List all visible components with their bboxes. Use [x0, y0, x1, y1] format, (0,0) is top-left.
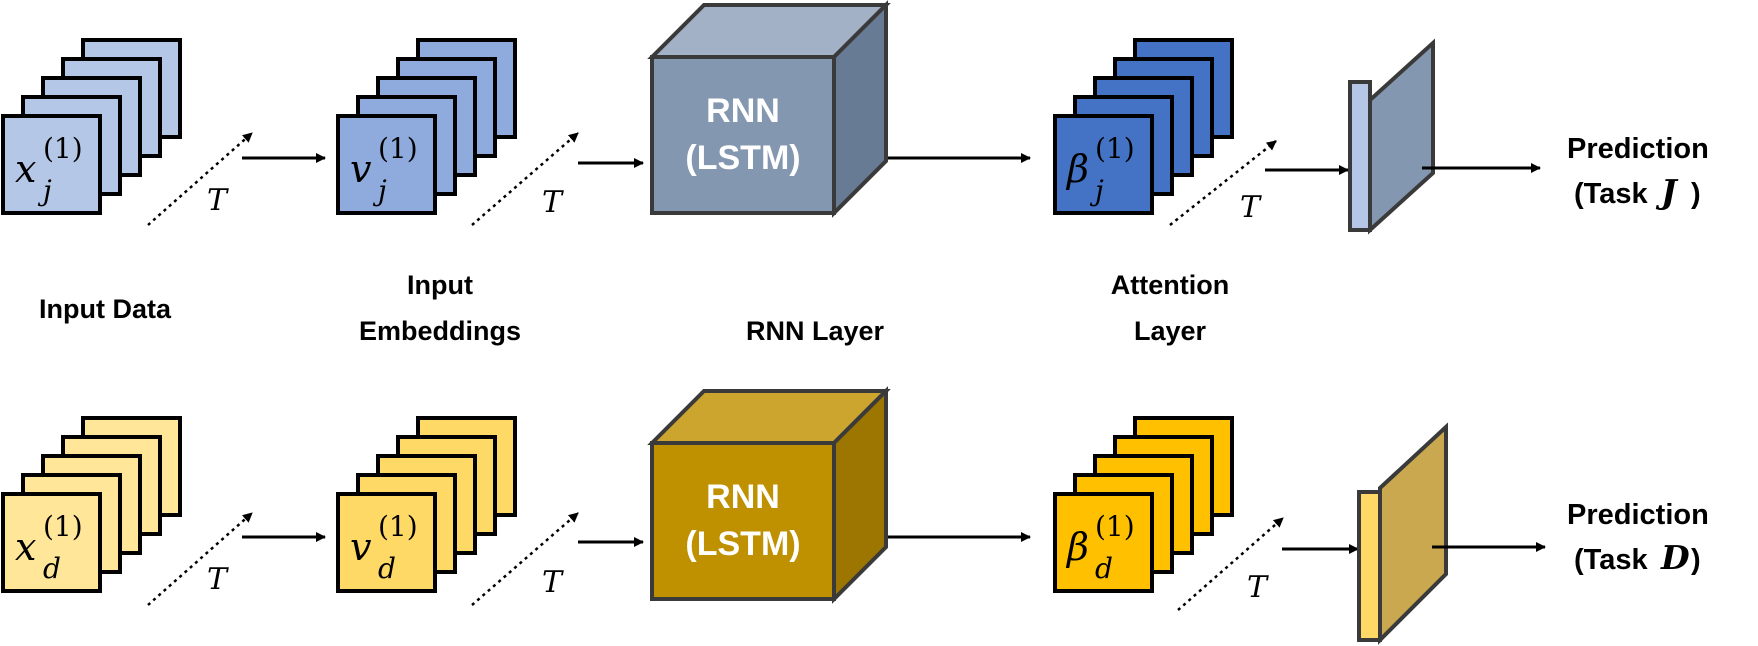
embedding-card-symbol-sup: (1)	[378, 132, 418, 165]
prediction-label: Prediction	[1567, 499, 1709, 531]
prediction-task-prefix: (Task	[1574, 544, 1648, 576]
embedding-card-symbol: v	[350, 525, 372, 569]
rnn-cube-label-line1: RNN	[706, 478, 780, 516]
input-time-arrow	[147, 132, 253, 226]
embedding-time-label: T	[542, 185, 564, 220]
input-card-symbol: x	[15, 525, 36, 569]
rnn-cube-front	[650, 55, 836, 215]
input-card-symbol-base: x	[15, 525, 36, 569]
output-layer-face	[1378, 422, 1448, 645]
attention-card-symbol-sup: (1)	[1095, 132, 1135, 165]
input-card-symbol-sub: d	[43, 552, 61, 585]
prediction-label: Prediction	[1567, 133, 1709, 165]
attention-card-symbol-sup: (1)	[1095, 510, 1135, 543]
prediction-task-suffix: )	[1691, 178, 1701, 210]
input-card-symbol-base: x	[15, 147, 36, 191]
embedding-card-symbol-base: v	[350, 147, 372, 191]
embedding-time-arrow	[471, 132, 579, 226]
input-time-arrow	[147, 512, 253, 606]
attention-time-arrow	[1177, 517, 1284, 611]
input-time-label: T	[207, 183, 229, 218]
attention-time-label: T	[1247, 570, 1269, 605]
embedding-card-symbol: v	[350, 147, 372, 191]
label-attention-line1: Attention	[1111, 270, 1229, 300]
attention-time-arrow	[1169, 140, 1277, 226]
rnn-cube-label-line1: RNN	[706, 92, 780, 130]
attention-card-frame	[1053, 114, 1154, 215]
attention-card-frame	[1053, 492, 1154, 593]
embedding-time-arrow	[471, 512, 579, 606]
label-input-embeddings-line2: Embeddings	[359, 316, 521, 346]
embedding-time-label: T	[542, 565, 564, 600]
attention-card-symbol-base: β	[1065, 147, 1089, 191]
input-card-symbol-sup: (1)	[43, 132, 83, 165]
label-input-data: Input Data	[39, 294, 172, 324]
input-card-symbol: x	[15, 147, 36, 191]
prediction-task-letter: J	[1655, 172, 1679, 211]
input-card-frame	[1, 114, 102, 215]
prediction-task-prefix: (Task	[1574, 178, 1648, 210]
output-layer-edge	[1348, 80, 1372, 232]
prediction-task-letter: D	[1660, 538, 1690, 577]
rnn-cube-front	[650, 441, 836, 601]
input-card-symbol-sup: (1)	[43, 510, 83, 543]
attention-card-symbol-sub: d	[1095, 552, 1113, 585]
attention-card-symbol-base: β	[1065, 525, 1089, 569]
attention-time-label: T	[1240, 190, 1262, 225]
rnn-cube-label-line2: (LSTM)	[685, 139, 800, 177]
output-layer-face	[1368, 38, 1435, 235]
rnn-cube-label-line2: (LSTM)	[685, 525, 800, 563]
embedding-card-symbol-base: v	[350, 525, 372, 569]
output-layer-edge	[1357, 490, 1382, 642]
label-rnn-layer: RNN Layer	[746, 316, 885, 346]
attention-card-symbol: β	[1065, 147, 1089, 191]
prediction-task-suffix: )	[1691, 544, 1701, 576]
label-input-embeddings-line1: Input	[407, 270, 473, 300]
embedding-card-frame	[336, 114, 437, 215]
embedding-card-frame	[336, 492, 437, 593]
attention-card-symbol: β	[1065, 525, 1089, 569]
input-time-label: T	[207, 562, 229, 597]
input-card-frame	[1, 492, 102, 593]
embedding-card-symbol-sup: (1)	[378, 510, 418, 543]
label-attention-line2: Layer	[1134, 316, 1207, 346]
embedding-card-symbol-sub: d	[378, 552, 396, 585]
